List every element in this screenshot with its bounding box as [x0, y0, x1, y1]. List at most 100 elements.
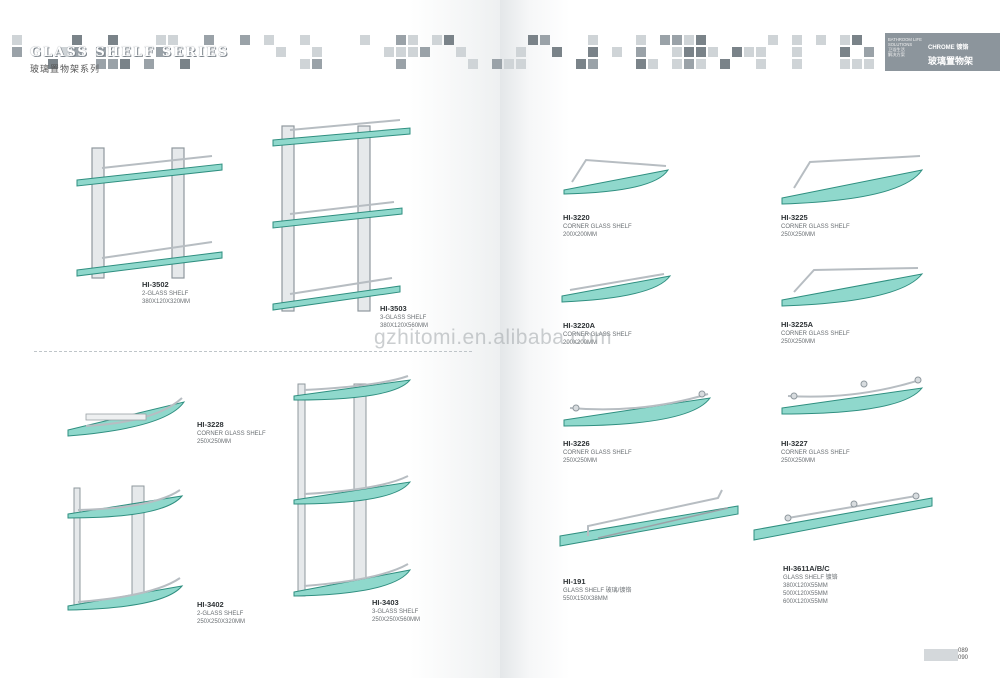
mosaic-tile	[240, 35, 250, 45]
mosaic-tile	[768, 35, 778, 45]
mosaic-tile	[696, 47, 706, 57]
mosaic-tile	[816, 35, 826, 45]
right-page	[500, 0, 1000, 678]
mosaic-tile	[636, 35, 646, 45]
mosaic-tile	[540, 35, 550, 45]
mosaic-tile	[744, 47, 754, 57]
mosaic-tile	[264, 35, 274, 45]
corner-shelf-icon	[67, 397, 186, 437]
mosaic-tile	[708, 47, 718, 57]
mosaic-tile	[96, 59, 106, 69]
mosaic-tile	[120, 59, 130, 69]
mosaic-tile	[12, 35, 22, 45]
mosaic-tile	[732, 47, 742, 57]
mosaic-tile	[636, 59, 646, 69]
mosaic-tile	[300, 35, 310, 45]
mosaic-tile	[792, 59, 802, 69]
straight-shelf-with-rail-icon	[753, 492, 933, 541]
mosaic-tile	[300, 59, 310, 69]
three-tier-corner-shelf-icon	[293, 375, 412, 597]
mosaic-tile	[756, 59, 766, 69]
mosaic-tile	[792, 35, 802, 45]
mosaic-tile	[576, 59, 586, 69]
chrome-label: CHROME 镀铬	[928, 45, 969, 51]
mosaic-tile	[852, 59, 862, 69]
mosaic-tile	[360, 35, 370, 45]
mosaic-tile	[672, 47, 682, 57]
mosaic-tile	[276, 47, 286, 57]
mosaic-tile	[204, 35, 214, 45]
mosaic-tile	[840, 47, 850, 57]
corner-shelf-with-rail-icon	[563, 390, 712, 427]
corner-shelf-with-rail-icon	[781, 376, 924, 415]
mosaic-tile	[180, 59, 190, 69]
section-divider	[34, 351, 472, 352]
mosaic-tile	[492, 59, 502, 69]
mosaic-tile	[312, 59, 322, 69]
mosaic-tile	[852, 35, 862, 45]
mosaic-tile	[648, 59, 658, 69]
left-page	[0, 0, 500, 678]
mosaic-tile	[684, 59, 694, 69]
mosaic-tile	[156, 35, 166, 45]
mosaic-tile	[864, 59, 874, 69]
corner-shelf-icon	[563, 158, 670, 195]
three-tier-straight-shelf-icon	[272, 119, 411, 312]
mosaic-tile	[144, 59, 154, 69]
mosaic-tile	[720, 59, 730, 69]
page-number-bar	[924, 649, 958, 661]
mosaic-tile	[552, 47, 562, 57]
mosaic-tile	[516, 47, 526, 57]
mosaic-tile	[864, 47, 874, 57]
mosaic-tile	[468, 59, 478, 69]
product-caption: HI-3611A/B/C GLASS SHELF 镀铬 380X120X55MM…	[783, 564, 838, 605]
mosaic-tile	[168, 35, 178, 45]
corner-shelf-icon	[781, 155, 924, 205]
header-label-box	[885, 33, 1000, 71]
mosaic-tile	[696, 35, 706, 45]
mosaic-tile	[408, 47, 418, 57]
mosaic-tile	[672, 35, 682, 45]
mosaic-tile	[612, 47, 622, 57]
mosaic-tile	[696, 59, 706, 69]
mosaic-tile	[588, 35, 598, 45]
two-tier-corner-shelf-icon	[67, 485, 184, 611]
mosaic-tile	[408, 35, 418, 45]
header-box-text: BATHROOM LIFE SOLUTIONS 卫浴生活 解决方案	[888, 37, 922, 57]
mosaic-tile	[516, 59, 526, 69]
mosaic-tile	[792, 47, 802, 57]
corner-shelf-icon	[561, 273, 672, 303]
mosaic-tile	[636, 47, 646, 57]
series-title-cn: 玻璃置物架系列	[30, 64, 101, 74]
mosaic-tile	[396, 59, 406, 69]
series-title: GLASS SHELF SERIES	[30, 45, 230, 60]
mosaic-tile	[684, 47, 694, 57]
mosaic-tile	[396, 47, 406, 57]
mosaic-tile	[756, 47, 766, 57]
mosaic-tile	[12, 47, 22, 57]
mosaic-tile	[72, 35, 82, 45]
mosaic-tile	[840, 35, 850, 45]
mosaic-tile	[108, 35, 118, 45]
watermark-text: gzhitomi.en.alibaba.com	[374, 326, 612, 349]
mosaic-tile	[444, 35, 454, 45]
two-tier-straight-shelf-icon	[76, 147, 223, 279]
straight-shelf-with-rail-icon	[559, 489, 739, 547]
mosaic-tile	[48, 59, 58, 69]
mosaic-tile	[384, 47, 394, 57]
mosaic-tile	[312, 47, 322, 57]
mosaic-tile	[432, 35, 442, 45]
mosaic-tile	[504, 59, 514, 69]
shelf-category-cn: 玻璃置物架	[928, 56, 974, 66]
page-numbers: 089 090	[958, 648, 969, 661]
